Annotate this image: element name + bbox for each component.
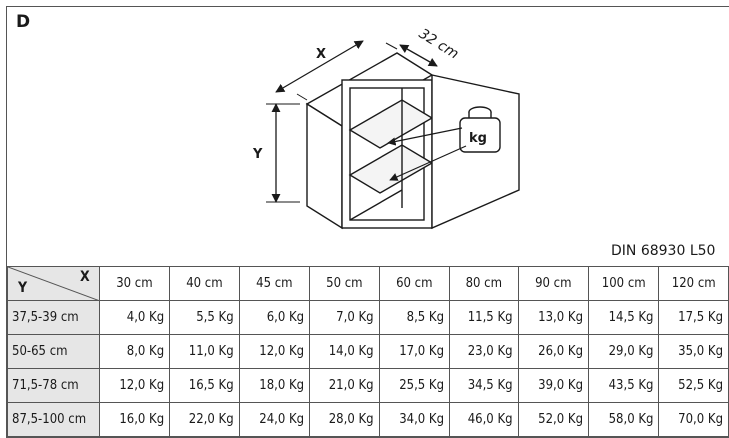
dimension-x-label: X	[316, 47, 326, 62]
table-cell: 29,0 Kg	[587, 334, 660, 369]
table-cell: 52,5 Kg	[658, 368, 729, 403]
table-cell: 14,0 Kg	[309, 334, 380, 369]
column-header: 120 cm	[658, 266, 729, 301]
table-row: 71,5-78 cm 12,0 Kg 16,5 Kg 18,0 Kg 21,0 …	[7, 368, 729, 403]
table-cell: 39,0 Kg	[517, 368, 590, 403]
row-header: 71,5-78 cm	[7, 368, 100, 403]
table-cell: 18,0 Kg	[238, 368, 311, 403]
table-cell: 52,0 Kg	[517, 402, 590, 437]
table-cell: 6,0 Kg	[238, 300, 311, 335]
cabinet-illustration: X 32 cm Y kg	[252, 26, 520, 230]
table-cell: 4,0 Kg	[98, 300, 171, 335]
weight-label: kg	[469, 131, 487, 146]
corner-y-label: Y	[18, 280, 28, 296]
section-letter: D	[16, 12, 31, 32]
row-header: 37,5-39 cm	[7, 300, 100, 335]
row-header: 87,5-100 cm	[7, 402, 100, 437]
table-cell: 43,5 Kg	[587, 368, 660, 403]
table-cell: 12,0 Kg	[238, 334, 311, 369]
table-cell: 35,0 Kg	[658, 334, 729, 369]
table-cell: 17,0 Kg	[378, 334, 451, 369]
table-cell: 14,5 Kg	[587, 300, 660, 335]
row-header: 50-65 cm	[7, 334, 100, 369]
table-row: 37,5-39 cm 4,0 Kg 5,5 Kg 6,0 Kg 7,0 Kg 8…	[7, 300, 729, 335]
dimension-depth-line	[399, 44, 438, 67]
corner-x-label: X	[79, 269, 90, 285]
table-cell: 11,5 Kg	[449, 300, 519, 335]
load-arrow-upper	[387, 127, 463, 146]
column-header: 80 cm	[449, 266, 519, 301]
table-cell: 8,0 Kg	[98, 334, 171, 369]
column-header: 40 cm	[169, 266, 240, 301]
table-cell: 13,0 Kg	[517, 300, 590, 335]
dimension-y-label: Y	[252, 147, 263, 162]
table-cell: 11,0 Kg	[169, 334, 240, 369]
column-header: 60 cm	[378, 266, 451, 301]
column-header: 50 cm	[309, 266, 380, 301]
column-header: 30 cm	[98, 266, 171, 301]
table-cell: 25,5 Kg	[378, 368, 451, 403]
table-row: 50-65 cm 8,0 Kg 11,0 Kg 12,0 Kg 14,0 Kg …	[7, 334, 729, 369]
column-header: 45 cm	[238, 266, 311, 301]
table-cell: 5,5 Kg	[169, 300, 240, 335]
table-header-row: X Y 30 cm 40 cm 45 cm 50 cm 60 cm 80 cm …	[7, 266, 729, 301]
table-cell: 34,5 Kg	[449, 368, 519, 403]
table-cell: 7,0 Kg	[309, 300, 380, 335]
table-cell: 21,0 Kg	[309, 368, 380, 403]
dimension-x-line	[275, 40, 364, 93]
table-row: 87,5-100 cm 16,0 Kg 22,0 Kg 24,0 Kg 28,0…	[7, 402, 729, 437]
table-cell: 8,5 Kg	[378, 300, 451, 335]
table-cell: 58,0 Kg	[587, 402, 660, 437]
table-cell: 12,0 Kg	[98, 368, 171, 403]
table-cell: 28,0 Kg	[309, 402, 380, 437]
table-corner-cell: X Y	[7, 266, 100, 301]
table-cell: 26,0 Kg	[517, 334, 590, 369]
load-capacity-table: X Y 30 cm 40 cm 45 cm 50 cm 60 cm 80 cm …	[7, 266, 729, 437]
table-cell: 23,0 Kg	[449, 334, 519, 369]
column-header: 100 cm	[587, 266, 660, 301]
table-cell: 24,0 Kg	[238, 402, 311, 437]
cabinet-body	[305, 52, 434, 230]
table-cell: 17,5 Kg	[658, 300, 729, 335]
column-header: 90 cm	[517, 266, 590, 301]
dimension-depth-label: 32 cm	[416, 26, 461, 63]
table-cell: 46,0 Kg	[449, 402, 519, 437]
load-arrow-lower	[389, 145, 467, 181]
table-cell: 16,0 Kg	[98, 402, 171, 437]
table-cell: 22,0 Kg	[169, 402, 240, 437]
table-cell: 16,5 Kg	[169, 368, 240, 403]
standard-label: DIN 68930 L50	[611, 243, 716, 259]
table-cell: 70,0 Kg	[658, 402, 729, 437]
table-cell: 34,0 Kg	[378, 402, 451, 437]
weight-icon	[459, 106, 501, 153]
